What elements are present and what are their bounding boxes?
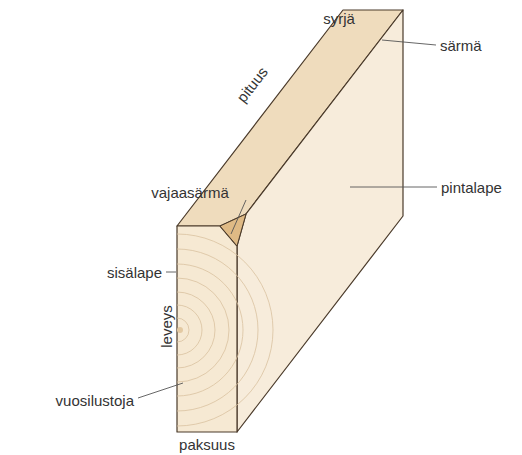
leader-lines (138, 40, 437, 398)
part-label: vajaasärmä (151, 185, 229, 200)
edge-label: särmä (440, 38, 482, 53)
end-face (177, 226, 237, 432)
face-label: pintalape (441, 180, 502, 195)
growth-rings (177, 234, 273, 426)
dimension-label: pituus (234, 64, 270, 105)
part-label: vuosilustoja (56, 393, 134, 408)
dimension-label: paksuus (179, 437, 235, 452)
face-label: syrjä (323, 11, 355, 26)
face-label: sisälape (107, 265, 162, 280)
dimension-label: leveys (159, 305, 174, 348)
